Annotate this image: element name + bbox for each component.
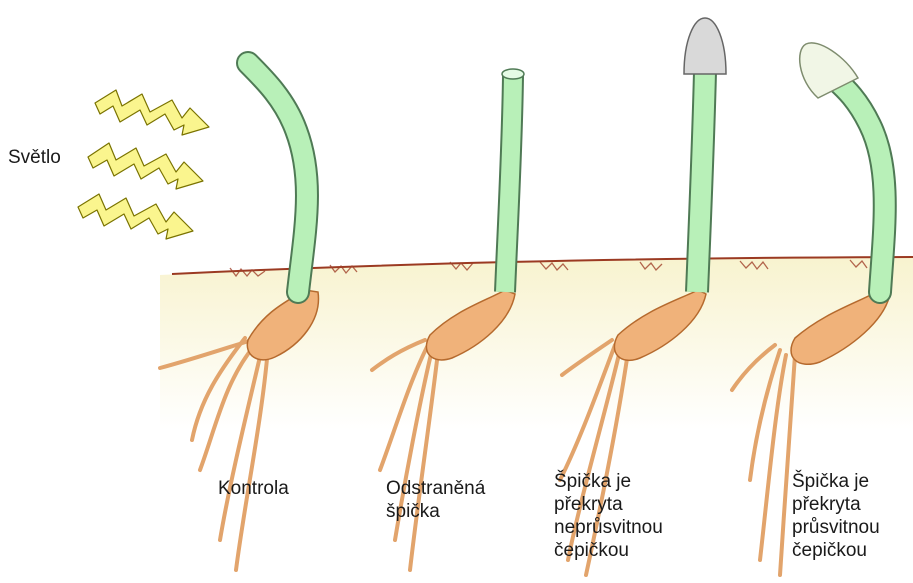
label-translucent-cap: Špička je překryta průsvitnou čepičkou [792,470,880,562]
label-line: čepičkou [792,539,880,562]
label-line: neprůsvitnou [554,516,663,539]
coleoptile-fill [697,72,705,292]
label-line: Odstraněná [386,477,485,500]
label-line: překryta [554,493,663,516]
cut-tip [502,69,524,79]
label-line: Kontrola [218,477,289,500]
label-line: průsvitnou [792,516,880,539]
coleoptile-fill [248,63,307,292]
label-control: Kontrola [218,477,289,500]
label-line: čepičkou [554,539,663,562]
label-line: Špička je [792,470,880,493]
label-line: překryta [792,493,880,516]
label-line: špička [386,500,485,523]
opaque-cap [684,18,726,74]
label-tip-removed: Odstraněná špička [386,477,485,523]
coleoptile-fill [505,76,513,292]
label-line: Špička je [554,470,663,493]
light-rays [78,90,209,239]
label-opaque-cap: Špička je překryta neprůsvitnou čepičkou [554,470,663,562]
lightning-bolt-icon [78,194,193,239]
lightning-bolt-icon [95,90,209,135]
lightning-bolt-icon [88,143,203,189]
light-label: Světlo [8,146,61,169]
